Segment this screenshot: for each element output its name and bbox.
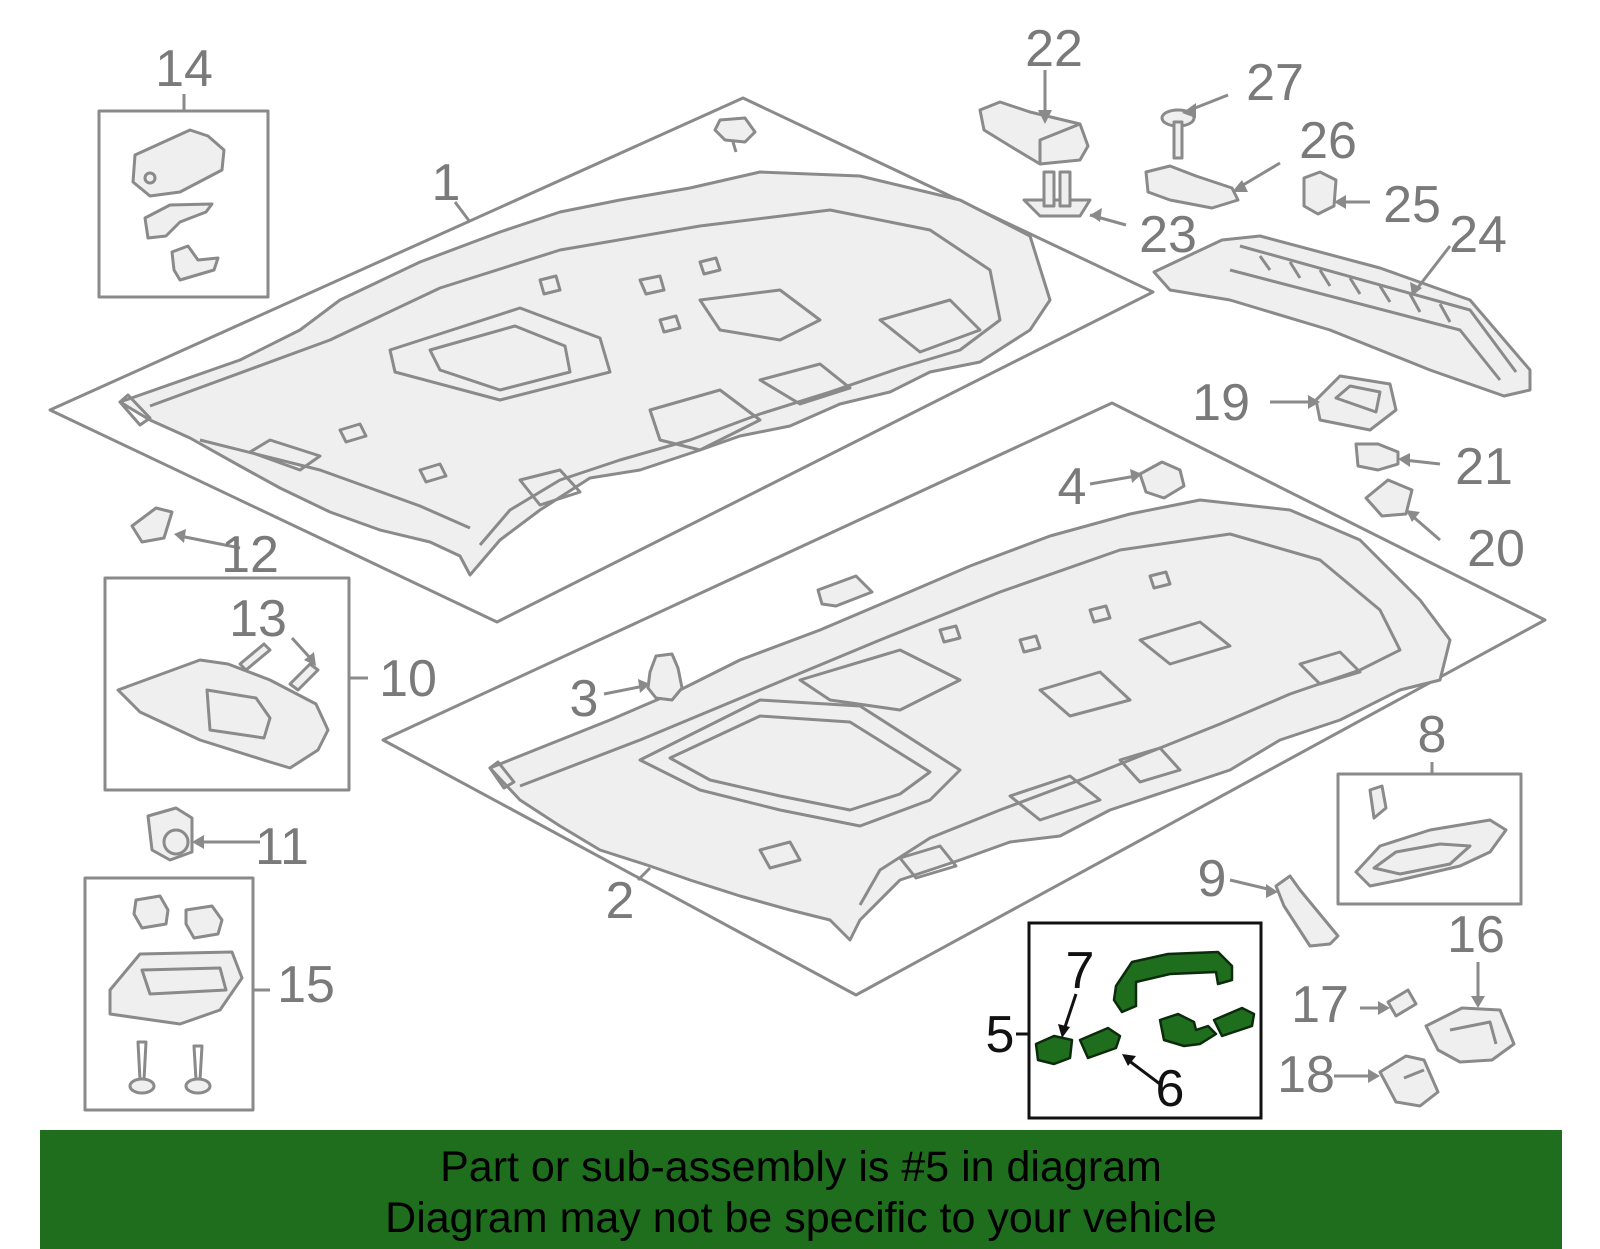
callout-3: 3 [570, 670, 599, 728]
part-10-group [103, 576, 351, 792]
part-19 [1314, 374, 1398, 432]
callout-20: 20 [1467, 520, 1525, 578]
headliner-2 [381, 401, 1547, 997]
part-21 [1354, 442, 1400, 472]
banner-line-2: Diagram may not be specific to your vehi… [385, 1194, 1217, 1242]
clip-7 [1034, 1034, 1074, 1066]
part-15-group [83, 876, 255, 1112]
part-23 [1022, 170, 1092, 218]
banner-line-1: Part or sub-assembly is #5 in diagram [440, 1143, 1162, 1191]
leader-lines [174, 70, 1485, 1083]
part-9 [1274, 874, 1340, 948]
part-18 [1378, 1054, 1440, 1108]
callout-5: 5 [986, 1006, 1015, 1064]
part-17 [1386, 988, 1418, 1018]
headliner-1 [48, 96, 1155, 624]
callout-14: 14 [155, 40, 213, 98]
hinge-clip [1158, 1012, 1218, 1048]
callout-23: 23 [1139, 206, 1197, 264]
callout-9: 9 [1198, 850, 1227, 908]
clip-6b [1212, 1006, 1256, 1038]
part-12 [130, 506, 174, 544]
part-3 [646, 652, 684, 702]
part-16 [1424, 1006, 1516, 1064]
part-5-group [1027, 921, 1263, 1120]
callout-7: 7 [1066, 942, 1095, 1000]
callout-22: 22 [1025, 20, 1083, 78]
part-14-group [97, 109, 270, 299]
part-11 [146, 806, 194, 862]
clip-6 [1078, 1026, 1122, 1060]
part-27 [1160, 108, 1196, 160]
callout-10: 10 [379, 650, 437, 708]
part-22 [978, 100, 1090, 166]
callout-4: 4 [1058, 458, 1087, 516]
leader-lines-highlight [1016, 993, 1161, 1086]
grab-handle [1112, 950, 1234, 1014]
callout-21: 21 [1455, 438, 1513, 496]
callout-26: 26 [1299, 112, 1357, 170]
callout-16: 16 [1447, 906, 1505, 964]
callout-24: 24 [1449, 206, 1507, 264]
callout-17: 17 [1291, 976, 1349, 1034]
callout-11: 11 [255, 818, 309, 876]
callout-6: 6 [1156, 1060, 1185, 1118]
part-25 [1302, 170, 1338, 216]
callout-1: 1 [432, 154, 461, 212]
part-4 [1138, 460, 1186, 500]
callout-2: 2 [606, 872, 635, 930]
callout-13: 13 [229, 590, 287, 648]
callout-25: 25 [1383, 176, 1441, 234]
info-banner: Part or sub-assembly is #5 in diagram Di… [40, 1130, 1562, 1249]
part-24 [1152, 234, 1532, 398]
callout-19: 19 [1192, 374, 1250, 432]
callout-27: 27 [1246, 54, 1304, 112]
callout-12: 12 [221, 526, 279, 584]
callout-8: 8 [1418, 706, 1447, 764]
callout-labels: 14 1 22 27 26 25 23 24 19 21 4 20 12 13 … [155, 20, 1525, 1118]
callout-18: 18 [1277, 1046, 1335, 1104]
callout-15: 15 [277, 956, 335, 1014]
part-26 [1144, 164, 1240, 210]
part-8-group [1336, 772, 1523, 906]
part-20 [1364, 478, 1414, 518]
